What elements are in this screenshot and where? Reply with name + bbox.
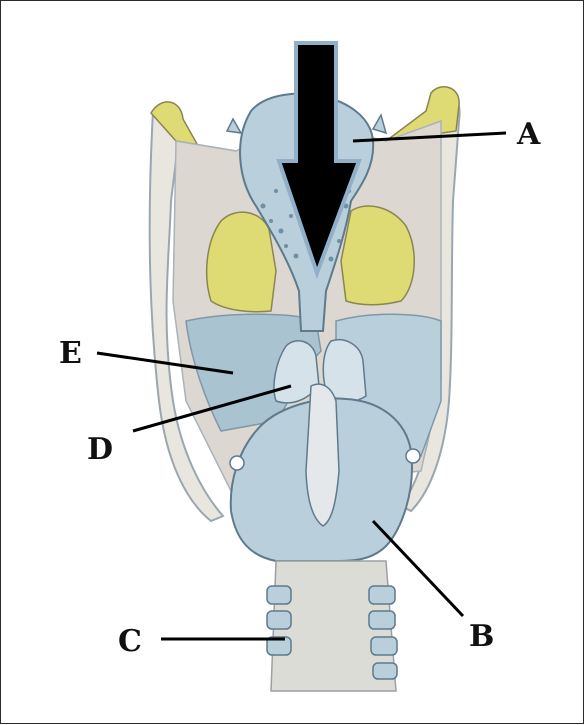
left-tubercle xyxy=(227,119,241,133)
label-b: B xyxy=(469,619,494,654)
right-cricothyroid-joint xyxy=(406,449,420,463)
label-d: D xyxy=(87,432,113,467)
label-c: C xyxy=(118,624,142,659)
left-cricothyroid-joint xyxy=(230,456,244,470)
left-yellow-ligament xyxy=(207,212,276,312)
label-e: E xyxy=(59,336,82,371)
label-a: A xyxy=(516,117,541,152)
cricoid-ridge xyxy=(306,384,339,526)
right-tubercle xyxy=(373,115,386,133)
